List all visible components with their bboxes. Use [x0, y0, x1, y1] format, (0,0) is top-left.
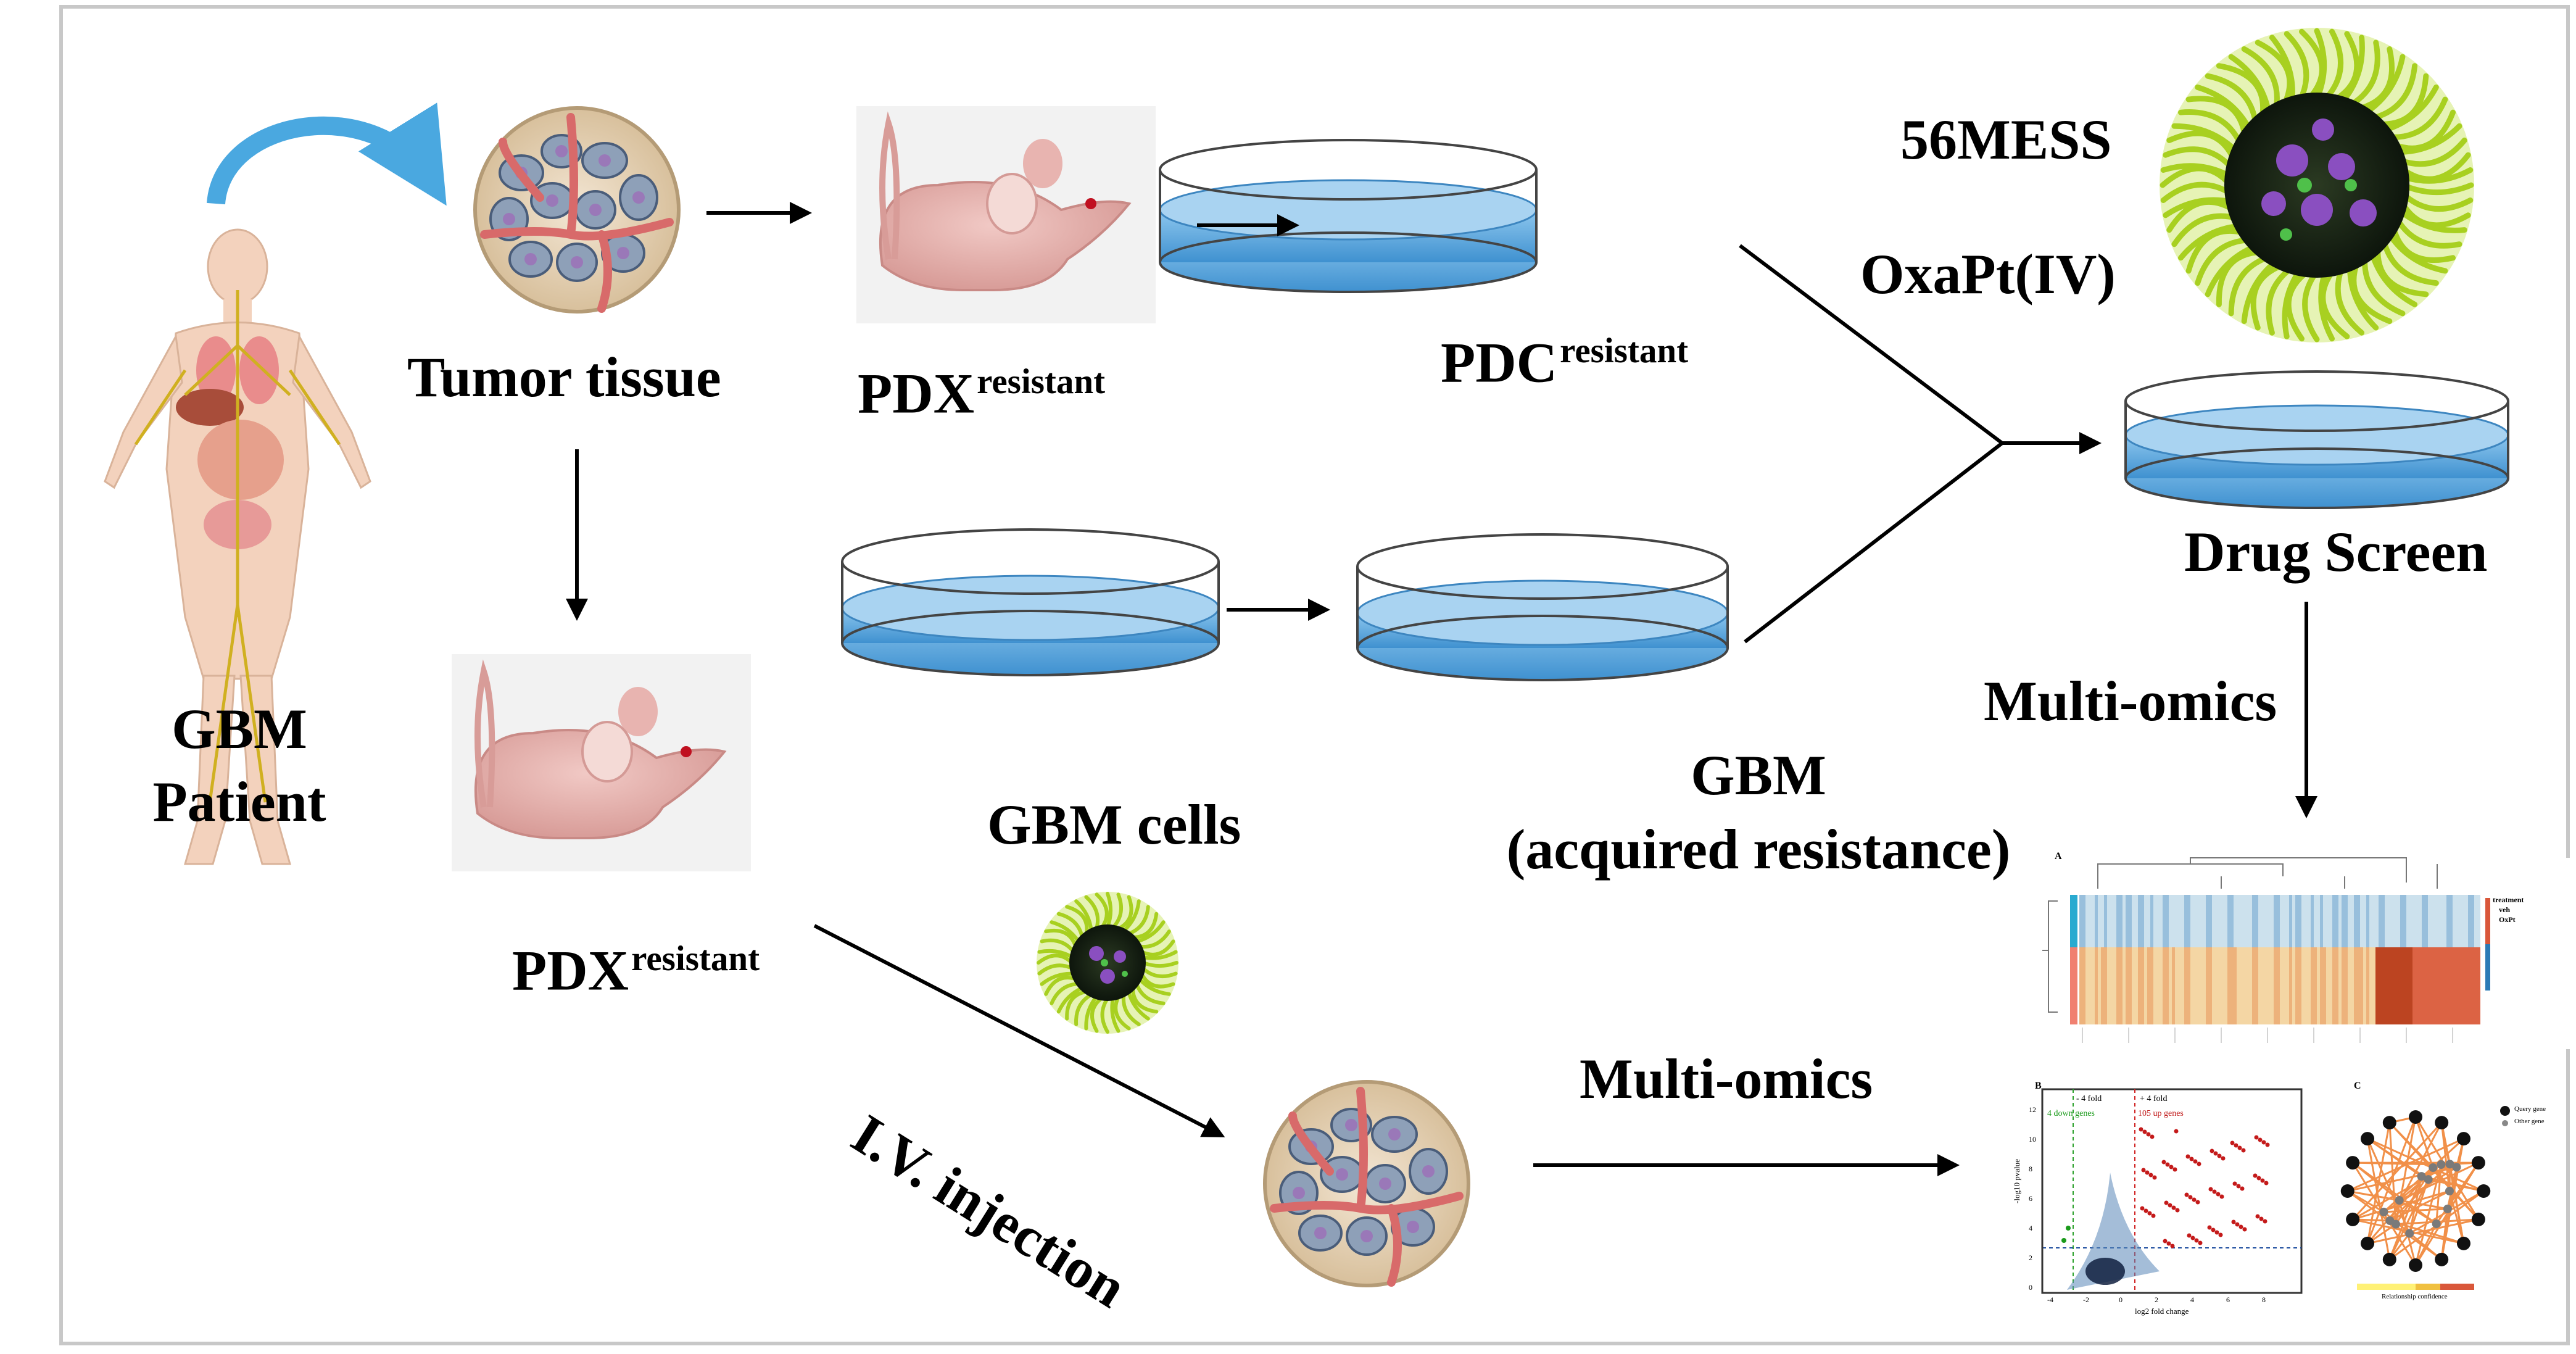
volcano-panel-letter: B [2035, 1081, 2042, 1091]
heatmap-treatment-bar [2070, 895, 2077, 947]
nanoparticle-small-icon [1037, 892, 1178, 1034]
flow-arrows [566, 202, 2317, 1176]
network-legend-other: Other gene [2514, 1118, 2545, 1125]
tumor-tissue-label: Tumor tissue [407, 346, 721, 409]
gbm-acquired-label-line2: (acquired resistance) [1506, 818, 2011, 881]
network-panel [2340, 1106, 2510, 1290]
volcano-x-tick: 2 [2155, 1295, 2158, 1304]
heatmap-legend-veh: veh [2499, 905, 2510, 914]
volcano-y-tick: 0 [2029, 1283, 2032, 1292]
petri-dish-gbm-cells-2 [1356, 533, 1729, 681]
volcano-xlabel: log2 fold change [2135, 1306, 2189, 1316]
volcano-plot-panel [2041, 1088, 2303, 1294]
drug-screen-label: Drug Screen [2184, 520, 2488, 583]
heatmap-legend-title: treatment [2493, 895, 2524, 904]
volcano-x-tick: 8 [2262, 1295, 2266, 1304]
compound-oxapt-label: OxaPt(IV) [1860, 243, 2116, 305]
tumor-tissue-icon [473, 106, 681, 314]
heatmap-panel [2042, 857, 2573, 1049]
volcano-y-tick: 12 [2029, 1105, 2036, 1114]
volcano-up-fold-label: + 4 fold [2140, 1094, 2168, 1103]
gbm-cells-label: GBM cells [987, 793, 1241, 856]
volcano-x-tick: -2 [2083, 1295, 2089, 1304]
gbm-patient-label-line2: Patient [152, 770, 326, 833]
petri-dish-pdc [1159, 139, 1538, 293]
volcano-y-tick: 8 [2029, 1165, 2032, 1173]
tumor-tissue-bottom-icon [1263, 1080, 1470, 1287]
mouse-bottom-icon [452, 654, 751, 871]
pdc-sup: resistant [1560, 331, 1689, 370]
multi-omics-right-label: Multi-omics [1984, 670, 2277, 733]
network-colorbar-label: Relationship confidence [2382, 1293, 2448, 1300]
volcano-x-tick: 6 [2226, 1295, 2230, 1304]
pdx-top-sup: resistant [977, 362, 1106, 401]
network-panel-letter: C [2354, 1081, 2361, 1091]
volcano-down-genes-label: 4 down genes [2047, 1109, 2095, 1118]
volcano-y-tick: 4 [2029, 1224, 2032, 1232]
pdx-bottom-sup: resistant [631, 939, 760, 978]
volcano-ylabel: -log10 pvalue [2012, 1159, 2021, 1203]
heatmap-panel-letter: A [2055, 851, 2062, 862]
compound-56mess-label: 56MESS [1900, 108, 2112, 171]
mouse-top-icon [856, 106, 1156, 323]
volcano-x-tick: -4 [2047, 1295, 2053, 1304]
pdx-top-base: PDX [858, 362, 975, 425]
volcano-x-tick: 0 [2119, 1295, 2123, 1304]
multi-omics-bottom-label: Multi-omics [1580, 1047, 1873, 1110]
pdc-base: PDC [1441, 331, 1558, 394]
petri-dish-drug-screen [2124, 370, 2509, 509]
gbm-patient-label-line1: GBM [172, 697, 307, 760]
gbm-acquired-label-line1: GBM [1691, 744, 1826, 807]
human-body-icon [104, 228, 371, 865]
petri-dish-gbm-cells-1 [841, 528, 1220, 676]
pdx-top-label: PDXresistant [858, 364, 1105, 422]
heatmap-legend-oxpt: OxPt [2499, 915, 2516, 924]
volcano-y-tick: 6 [2029, 1194, 2032, 1203]
volcano-x-tick: 4 [2190, 1295, 2194, 1304]
pdx-bottom-label: PDXresistant [512, 941, 760, 999]
figure-border [59, 5, 2570, 1345]
network-legend-query: Query gene [2514, 1105, 2546, 1113]
volcano-y-tick: 2 [2029, 1253, 2032, 1262]
volcano-y-tick: 10 [2029, 1135, 2036, 1144]
nanoparticle-large-icon [2160, 28, 2474, 343]
pdx-bottom-base: PDX [512, 939, 629, 1002]
volcano-down-fold-label: - 4 fold [2076, 1094, 2102, 1103]
pdc-label: PDCresistant [1441, 333, 1688, 391]
volcano-up-genes-label: 105 up genes [2138, 1109, 2184, 1118]
curved-arrow-icon [207, 102, 447, 206]
